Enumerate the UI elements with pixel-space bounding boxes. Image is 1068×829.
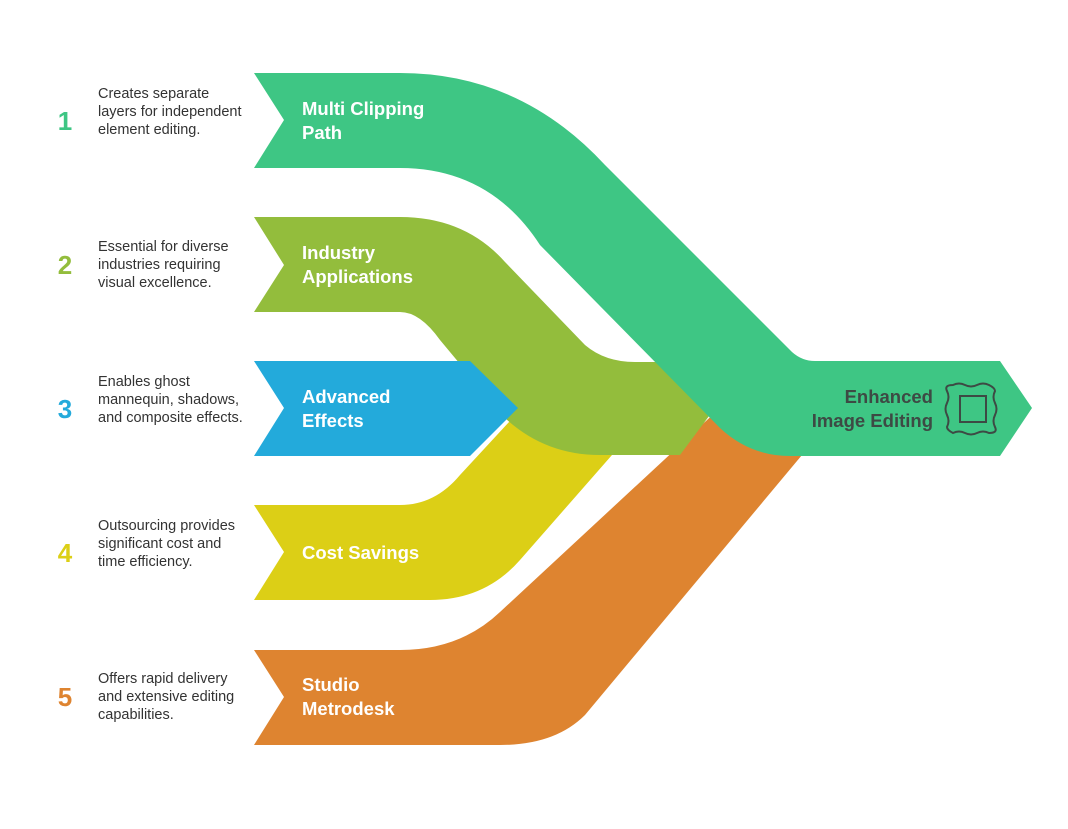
flow-advanced-effects: [254, 361, 518, 456]
flow-label-4-line-1: Cost Savings: [302, 542, 420, 563]
output-label-line-2: Image Editing: [811, 410, 933, 431]
output-label-line-1: Enhanced: [844, 386, 933, 407]
flow-industry-applications: [254, 217, 715, 455]
flow-label-1-line-1: Multi Clipping: [302, 98, 425, 119]
flow-label-2-line-1: Industry: [302, 242, 375, 263]
flow-studio-metrodesk: [254, 408, 802, 745]
image-frame-icon: [944, 382, 998, 436]
flow-label-5-line-1: Studio: [302, 674, 360, 695]
flow-label-5: Studio Metrodesk: [302, 673, 482, 721]
step-number-1: 1: [57, 106, 73, 136]
flow-label-1-line-2: Path: [302, 122, 343, 143]
flow-cost-savings: [254, 408, 612, 600]
step-number-4: 4: [57, 538, 73, 568]
flow-label-3: Advanced Effects: [302, 385, 482, 433]
flow-label-2-line-2: Applications: [302, 266, 414, 287]
flow-label-4: Cost Savings: [302, 541, 482, 565]
step-description-1: Creates separate layers for independent …: [98, 86, 242, 138]
step-number-5: 5: [57, 682, 73, 712]
output-label: Enhanced Image Editing: [733, 385, 933, 433]
flow-label-2: Industry Applications: [302, 241, 482, 289]
step-description-5: Offers rapid delivery and extensive edit…: [98, 671, 235, 723]
step-number-3: 3: [57, 394, 73, 424]
flow-label-3-line-2: Effects: [302, 410, 364, 431]
step-description-3: Enables ghost mannequin, shadows, and co…: [98, 374, 243, 426]
step-description-2: Essential for diverse industries requiri…: [98, 239, 229, 291]
flow-multi-clipping-path: [254, 73, 1032, 456]
flow-label-5-line-2: Metrodesk: [302, 698, 395, 719]
flow-label-3-line-1: Advanced: [302, 386, 391, 407]
flow-label-1: Multi Clipping Path: [302, 97, 482, 145]
step-number-2: 2: [57, 250, 73, 280]
step-description-4: Outsourcing provides significant cost an…: [98, 518, 236, 570]
